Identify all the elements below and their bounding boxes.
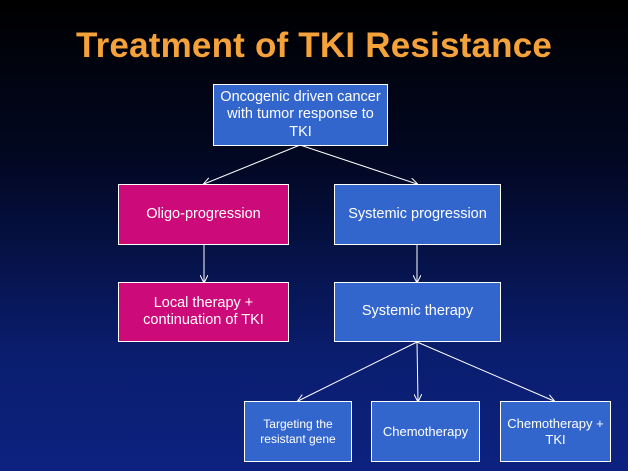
- node-chemotherapy-tki: Chemotherapy + TKI: [500, 401, 611, 462]
- arrow-root-to-systemic-progression: [299, 144, 417, 184]
- slide-title: Treatment of TKI Resistance: [75, 26, 553, 65]
- node-systemic-therapy: Systemic therapy: [334, 282, 501, 342]
- arrow-systemic-therapy-to-targeting: [298, 341, 418, 401]
- arrow-systemic-therapy-to-chemo-tki: [416, 341, 554, 401]
- node-local-therapy: Local therapy + continuation of TKI: [118, 282, 289, 342]
- node-chemotherapy: Chemotherapy: [371, 401, 480, 462]
- node-systemic-progression: Systemic progression: [334, 184, 501, 245]
- node-root-cancer: Oncogenic driven cancer with tumor respo…: [213, 84, 388, 146]
- node-oligo-progression: Oligo-progression: [118, 184, 289, 245]
- arrow-root-to-oligo: [204, 144, 301, 184]
- node-targeting-resistant-gene: Targeting the resistant gene: [244, 401, 352, 462]
- arrow-systemic-therapy-to-chemotherapy: [417, 341, 418, 401]
